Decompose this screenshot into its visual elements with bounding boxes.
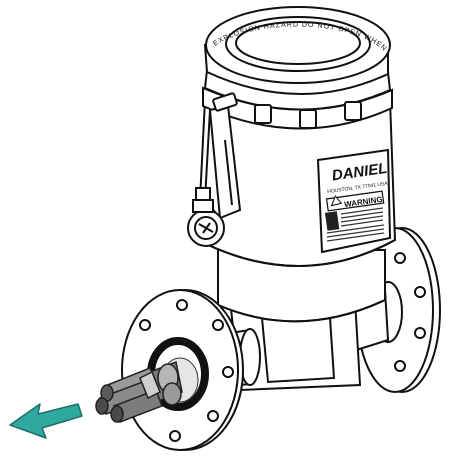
transducer-assembly xyxy=(95,360,183,423)
warning-pictogram xyxy=(324,211,340,231)
warning-triangle-icon xyxy=(330,195,343,207)
nameplate: DANIEL HOUSTON, TX 77041 USA WARNING xyxy=(316,148,392,254)
removal-direction-arrow xyxy=(9,403,83,439)
housing-cap: EXPLOSION HAZARD DO NOT OPEN WHEN CIRCUI… xyxy=(0,0,391,95)
side-latch xyxy=(187,92,242,247)
left-flange xyxy=(121,289,244,451)
warning-text-lines xyxy=(326,207,385,242)
